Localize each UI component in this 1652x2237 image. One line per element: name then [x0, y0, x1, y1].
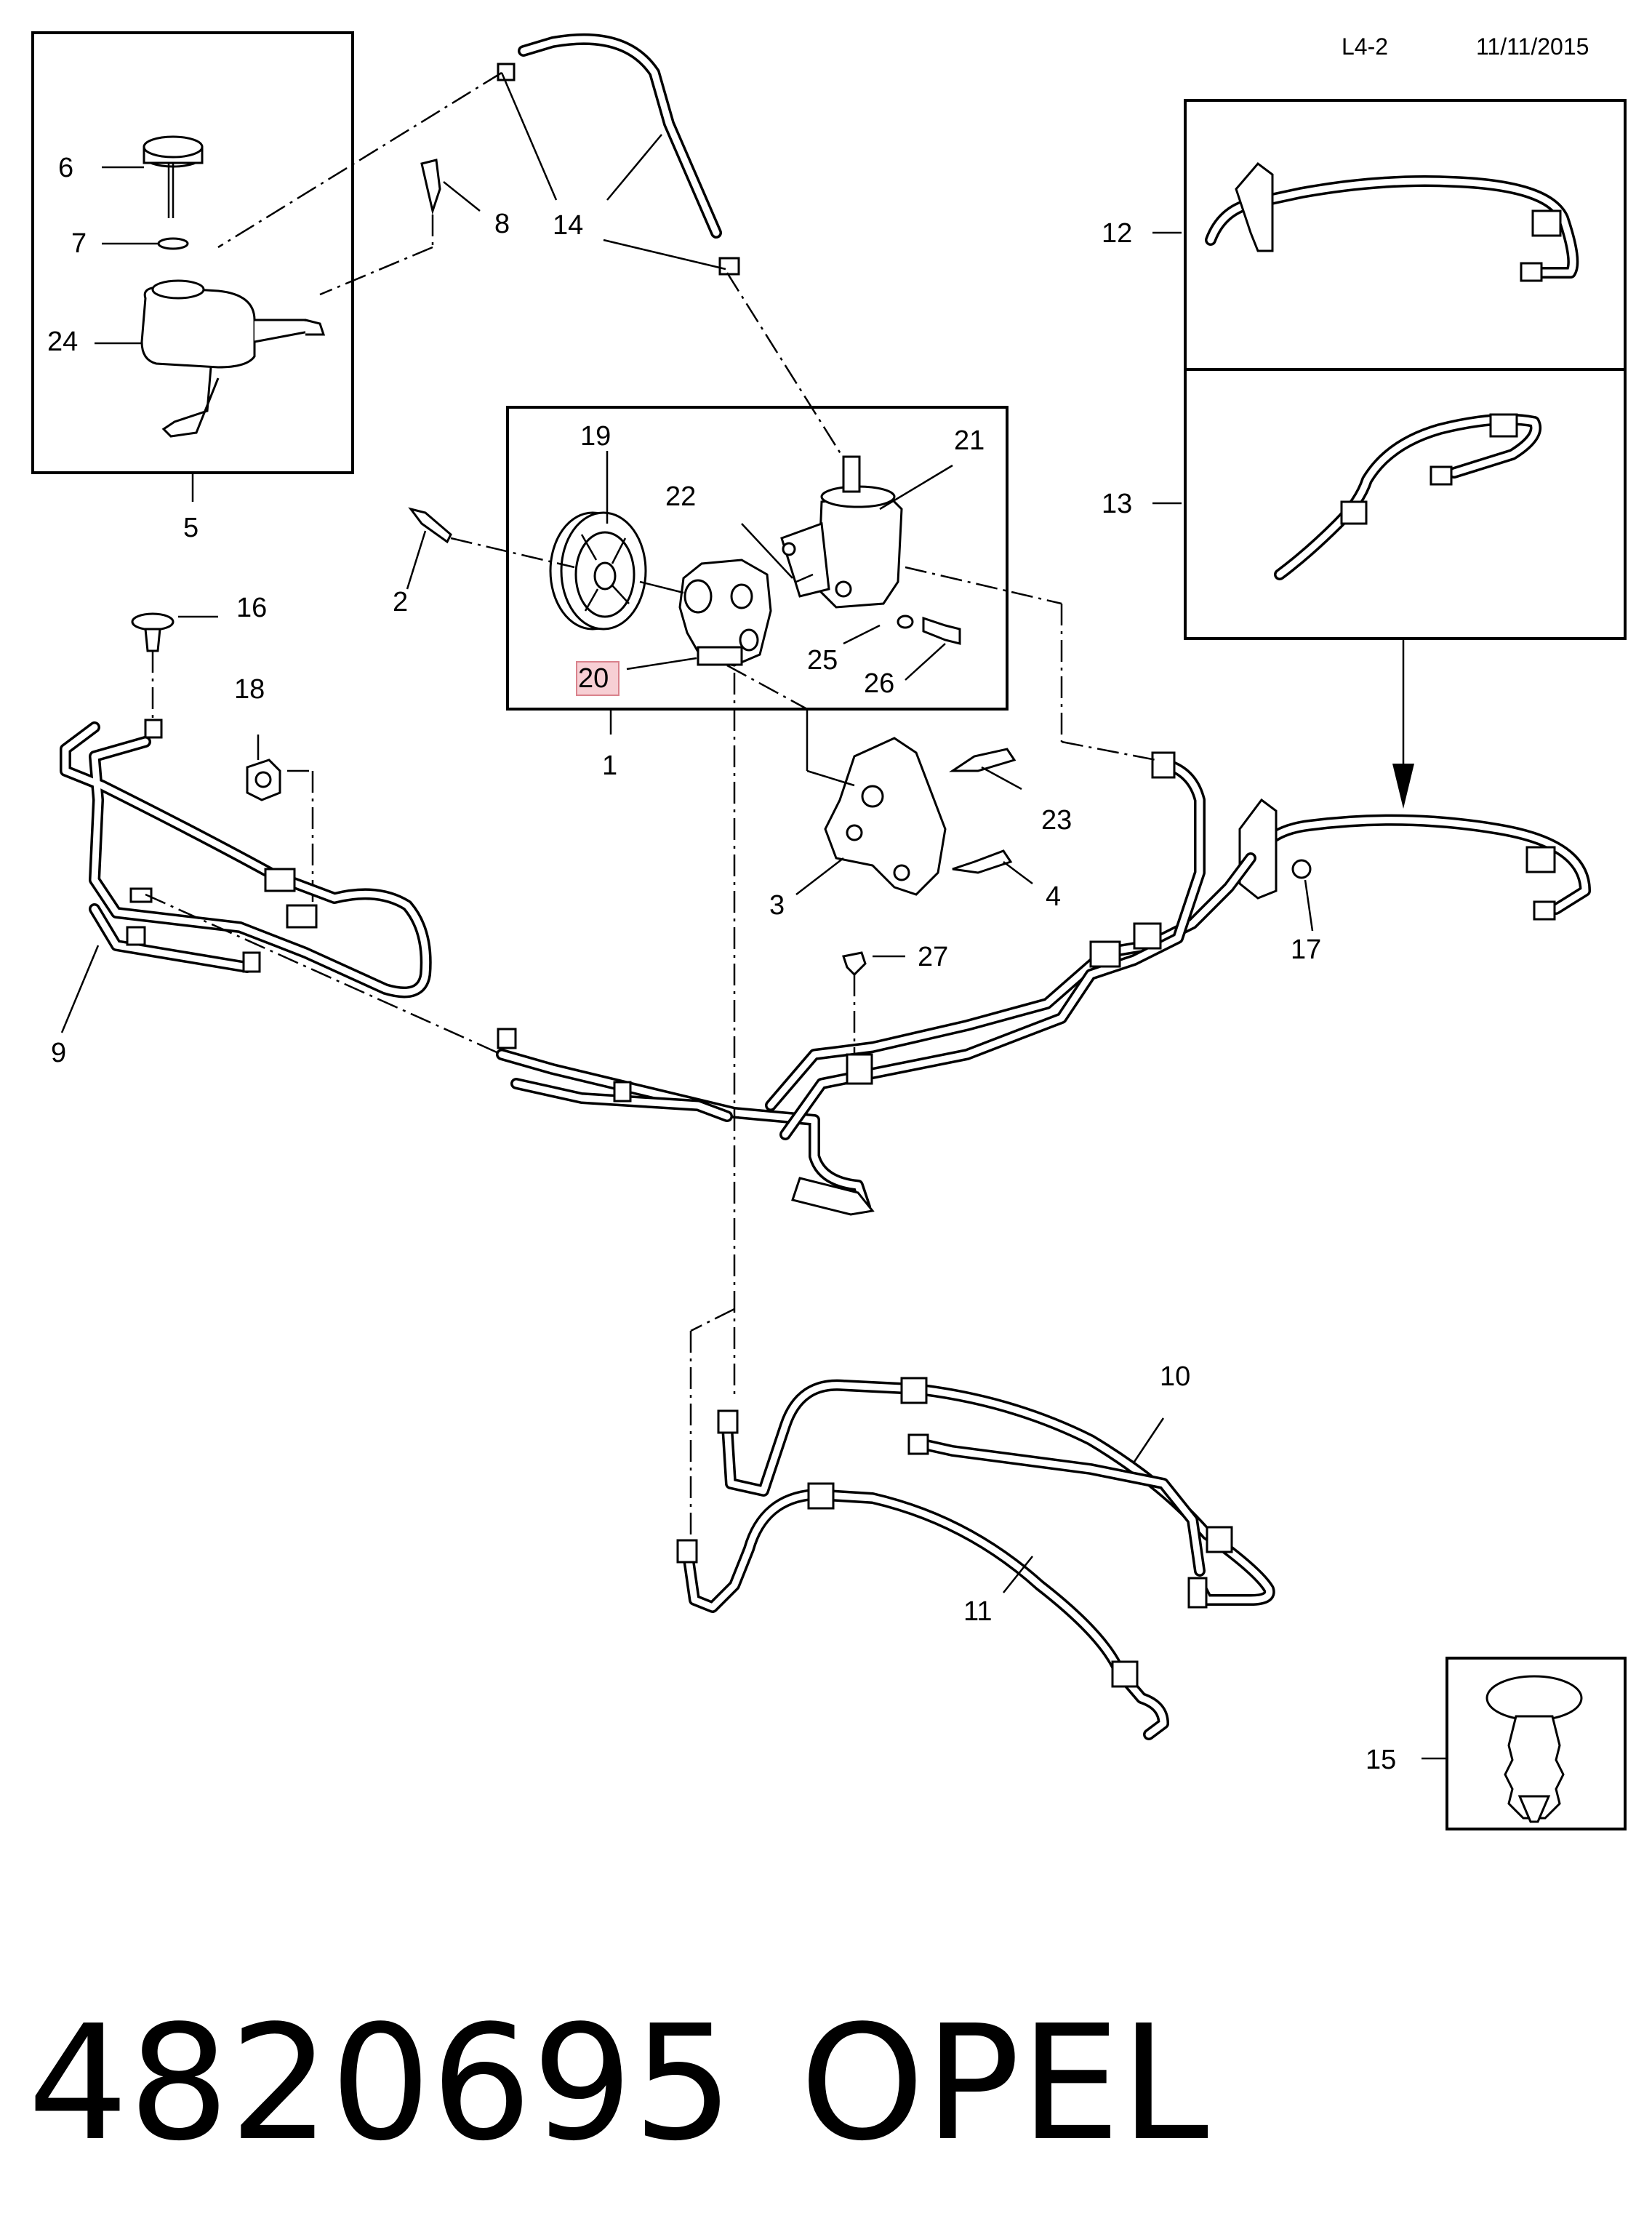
callout-21[interactable]: 21 [954, 425, 985, 456]
pump-bolt[interactable] [922, 616, 961, 645]
reservoir-cap[interactable] [143, 135, 204, 218]
pump-pulley[interactable] [549, 511, 647, 631]
callout-2[interactable]: 2 [393, 587, 408, 617]
o-ring[interactable] [157, 237, 189, 250]
callout-16[interactable]: 16 [236, 593, 267, 623]
return-hose-upper[interactable] [497, 33, 740, 276]
clip-detail-box [1422, 1657, 1627, 1830]
pressure-hose-10[interactable] [717, 1377, 1275, 1609]
callout-4[interactable]: 4 [1046, 881, 1061, 912]
callout-25[interactable]: 25 [807, 645, 838, 676]
page-code: L4-2 [1342, 33, 1388, 60]
callout-12[interactable]: 12 [1102, 218, 1132, 249]
bolt-2[interactable] [408, 507, 452, 544]
hose-bracket-lower[interactable] [1238, 798, 1278, 900]
callout-22[interactable]: 22 [665, 481, 696, 512]
nut-18[interactable] [246, 759, 281, 801]
callout-10[interactable]: 10 [1160, 1361, 1190, 1392]
callout-19[interactable]: 19 [580, 421, 611, 452]
reservoir-detail-box [31, 31, 354, 502]
callout-20-highlight [576, 661, 620, 696]
callout-5[interactable]: 5 [183, 513, 199, 543]
callout-3[interactable]: 3 [769, 890, 785, 921]
callout-17[interactable]: 17 [1291, 935, 1321, 965]
return-pipe-center[interactable] [496, 751, 1256, 1216]
arrow-down-icon [1392, 764, 1414, 809]
pressure-hose-11[interactable] [676, 1482, 1169, 1740]
callout-8[interactable]: 8 [494, 209, 510, 239]
pump-reservoir[interactable] [780, 455, 903, 609]
fluid-reservoir[interactable] [140, 279, 326, 438]
callout-11[interactable]: 11 [963, 1596, 992, 1627]
steering-pump[interactable] [639, 559, 772, 667]
diagram-date: 11/11/2015 [1476, 33, 1589, 60]
bracket-nut[interactable] [1291, 859, 1312, 879]
callout-14[interactable]: 14 [553, 210, 583, 241]
bolt-8[interactable] [420, 159, 441, 215]
cooler-pipe-assembly[interactable] [60, 719, 432, 999]
callout-13[interactable]: 13 [1102, 489, 1132, 519]
brand-name: OPEL [800, 1992, 1208, 2176]
washer[interactable] [897, 615, 914, 629]
bolt-4[interactable] [952, 849, 1013, 874]
callout-26[interactable]: 26 [864, 668, 894, 699]
pump-bracket[interactable] [824, 737, 947, 896]
callout-17-18[interactable]: 18 [234, 674, 265, 705]
clip-27[interactable] [842, 951, 867, 977]
callout-24[interactable]: 24 [47, 327, 78, 357]
callout-9[interactable]: 9 [51, 1038, 66, 1068]
callout-6[interactable]: 6 [58, 153, 73, 183]
callout-7[interactable]: 7 [71, 228, 87, 259]
clip-16[interactable] [131, 612, 175, 652]
hose-detail-box-upper [1152, 99, 1627, 640]
hose-fitting-upper[interactable] [1531, 209, 1562, 237]
bolt-23[interactable] [949, 748, 1017, 772]
part-number: 4820695 [28, 1992, 734, 2176]
callout-1[interactable]: 1 [602, 751, 617, 781]
callout-20[interactable]: 20 [578, 663, 609, 694]
pump-detail-box [506, 406, 1009, 735]
callout-23[interactable]: 23 [1041, 805, 1072, 836]
callout-27[interactable]: 27 [918, 942, 948, 972]
callout-15[interactable]: 15 [1366, 1745, 1396, 1775]
hose-bracket-upper[interactable] [1235, 161, 1274, 252]
push-clip[interactable] [1485, 1675, 1583, 1823]
